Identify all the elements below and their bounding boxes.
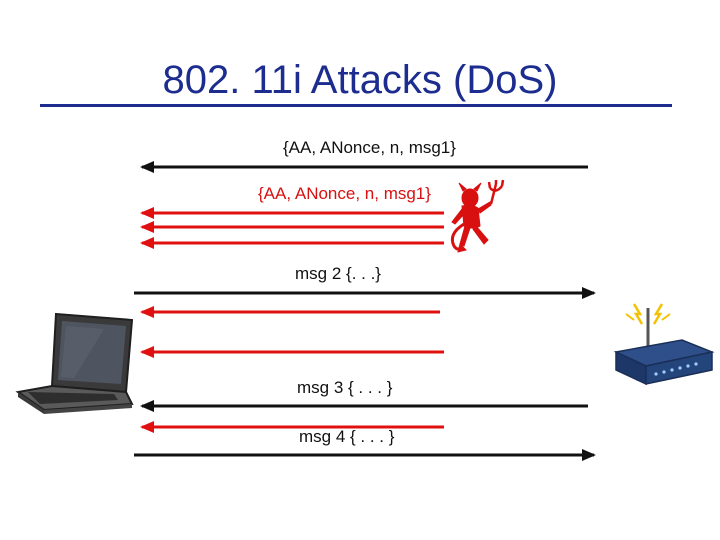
label-forged-msg1: {AA, ANonce, n, msg1} xyxy=(258,184,431,203)
slide-title: 802. 11i Attacks (DoS) xyxy=(162,58,558,102)
label-msg1: {AA, ANonce, n, msg1} xyxy=(283,138,456,157)
title-underline xyxy=(40,104,672,107)
label-msg2: msg 2 {. . .} xyxy=(295,264,381,283)
label-msg3: msg 3 { . . . } xyxy=(297,378,393,397)
wireless-router-icon xyxy=(613,303,715,386)
laptop-icon xyxy=(15,312,134,414)
devil-icon xyxy=(450,179,505,253)
label-msg4: msg 4 { . . . } xyxy=(299,427,395,446)
